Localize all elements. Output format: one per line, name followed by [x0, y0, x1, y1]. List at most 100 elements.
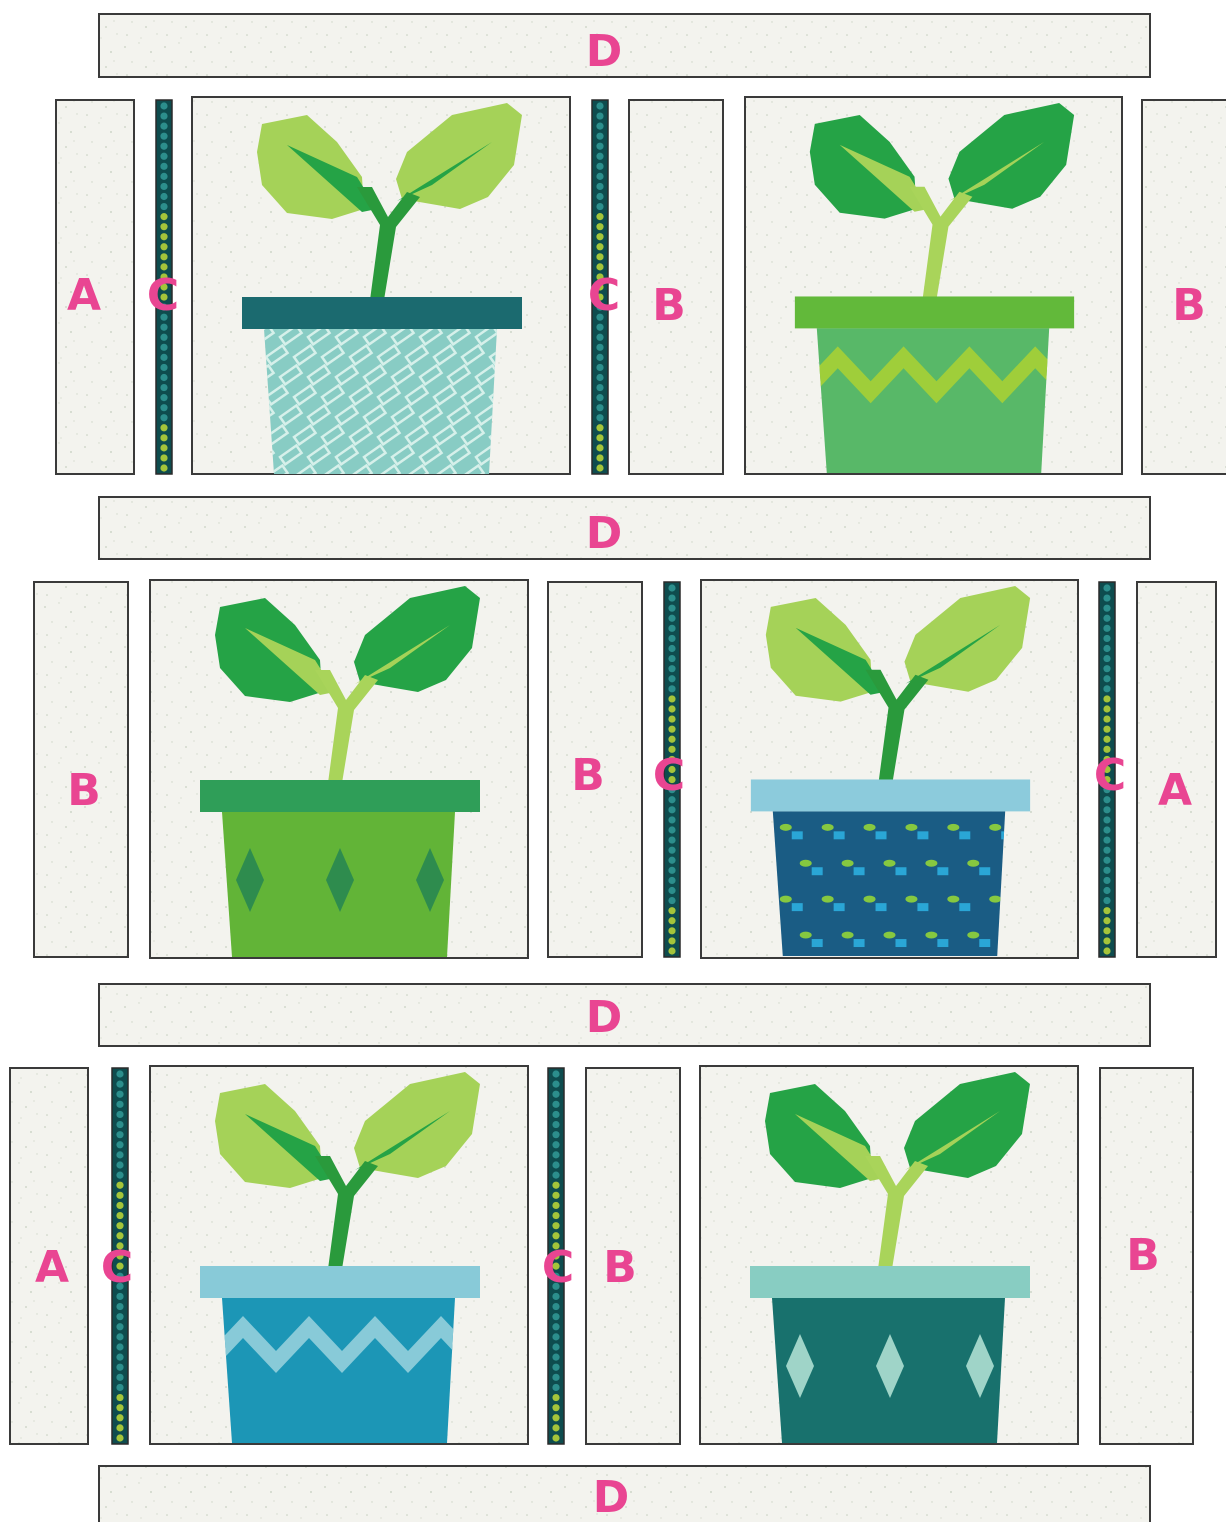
sprig-flower	[895, 939, 906, 947]
sprig-leaf	[842, 932, 854, 939]
sprig-flower	[876, 831, 887, 839]
sprig-leaf	[905, 824, 917, 831]
strip-c-dot	[552, 1172, 559, 1179]
strip-c-label: C	[1094, 750, 1126, 801]
strip-c-dot	[160, 102, 167, 109]
strip-c-dot	[668, 625, 675, 632]
strip-c-dot	[116, 1091, 123, 1098]
pot-body	[817, 328, 1049, 473]
strip-c-dot	[596, 334, 603, 341]
strip-c-dot	[668, 726, 675, 733]
strip-c-dot	[160, 344, 167, 351]
strip-c-dot	[596, 183, 603, 190]
strip-c-dot	[552, 1343, 559, 1350]
strip-c-dot	[116, 1354, 123, 1361]
strip-d-label: D	[586, 26, 623, 77]
strip-c-dot	[1103, 645, 1110, 652]
strip-c-dot	[596, 143, 603, 150]
strip-c-label: C	[588, 270, 620, 321]
strip-c-dot	[552, 1414, 559, 1421]
sprig-leaf	[967, 932, 979, 939]
strip-c-dot	[596, 394, 603, 401]
strip-c-dot	[1103, 695, 1110, 702]
strip-c-dot	[552, 1293, 559, 1300]
strip-c-dot	[160, 213, 167, 220]
strip-c-dot	[668, 907, 675, 914]
strip-c-dot	[596, 233, 603, 240]
strip-c-dot	[596, 153, 603, 160]
strip-c-dot	[668, 857, 675, 864]
strip-c-dot	[160, 394, 167, 401]
sprig-leaf	[884, 860, 896, 867]
strip-c-dot	[160, 374, 167, 381]
strip-c-label: C	[653, 750, 685, 801]
strip-c-dot	[160, 163, 167, 170]
strip-c-dot	[116, 1141, 123, 1148]
strip-c-dot	[1103, 826, 1110, 833]
strip-c-dot	[596, 253, 603, 260]
sprig-flower	[812, 939, 823, 947]
strip-c-dot	[596, 414, 603, 421]
strip-d-row2: D	[99, 984, 1150, 1046]
strip-c-dot	[552, 1384, 559, 1391]
strip-c-dot	[1103, 635, 1110, 642]
strip-c-dot	[1103, 917, 1110, 924]
sprig-leaf	[925, 932, 937, 939]
sprig-leaf	[800, 932, 812, 939]
strip-c-dot	[160, 153, 167, 160]
strip-c-dot	[116, 1343, 123, 1350]
strip-c-dot	[160, 404, 167, 411]
plant-block-3	[150, 580, 528, 958]
strip-a-label: A	[1158, 765, 1192, 816]
strip-c-dot	[552, 1222, 559, 1229]
strip-c-dot	[160, 444, 167, 451]
strip-c-dot	[552, 1141, 559, 1148]
sprig-leaf	[822, 896, 834, 903]
strip-d-row1: D	[99, 497, 1150, 559]
strip-c-dot	[1103, 877, 1110, 884]
strip-c-dot	[160, 364, 167, 371]
strip-c-dot	[552, 1364, 559, 1371]
strip-c-dot	[596, 112, 603, 119]
strip-d-label: D	[593, 1472, 630, 1522]
pot-rim	[795, 296, 1074, 328]
sprig-flower	[834, 831, 845, 839]
strip-c-dot	[596, 404, 603, 411]
strip-c-dot	[1103, 675, 1110, 682]
strip-c-dot	[668, 655, 675, 662]
strip-c-dot	[596, 374, 603, 381]
strip-c-dot	[552, 1101, 559, 1108]
strip-c-dot	[1103, 836, 1110, 843]
strip-d-top: D	[99, 14, 1150, 77]
strip-c-dot	[552, 1081, 559, 1088]
sprig-leaf	[967, 860, 979, 867]
strip-c-dot	[552, 1313, 559, 1320]
strip-c-dot	[160, 324, 167, 331]
sprig-flower	[917, 903, 928, 911]
strip-c-dot	[1103, 937, 1110, 944]
strip-c-dot	[668, 665, 675, 672]
strip-c-dot	[160, 354, 167, 361]
strip-c-dot	[1103, 867, 1110, 874]
strip-c-dot	[160, 454, 167, 461]
strip-c-dot	[1103, 857, 1110, 864]
strip-c-dot	[160, 243, 167, 250]
strip-c-dot	[668, 897, 675, 904]
strip-b-label: B	[603, 1242, 637, 1293]
sprig-flower	[979, 939, 990, 947]
strip-c-dot	[160, 384, 167, 391]
strip-c-dot	[160, 334, 167, 341]
strip-c-dot	[552, 1333, 559, 1340]
strip-c-dot	[116, 1111, 123, 1118]
strip-c-dot	[1103, 584, 1110, 591]
strip-a-label: A	[67, 270, 101, 321]
strip-c-dot	[596, 123, 603, 130]
strip-c-dot	[668, 887, 675, 894]
row-1: A C C B B	[56, 97, 1226, 484]
strip-c-dot	[596, 243, 603, 250]
strip-c-dot	[116, 1222, 123, 1229]
strip-c-dot	[668, 816, 675, 823]
strip-c-dot	[668, 937, 675, 944]
sprig-leaf	[864, 896, 876, 903]
strip-c-dot	[116, 1404, 123, 1411]
